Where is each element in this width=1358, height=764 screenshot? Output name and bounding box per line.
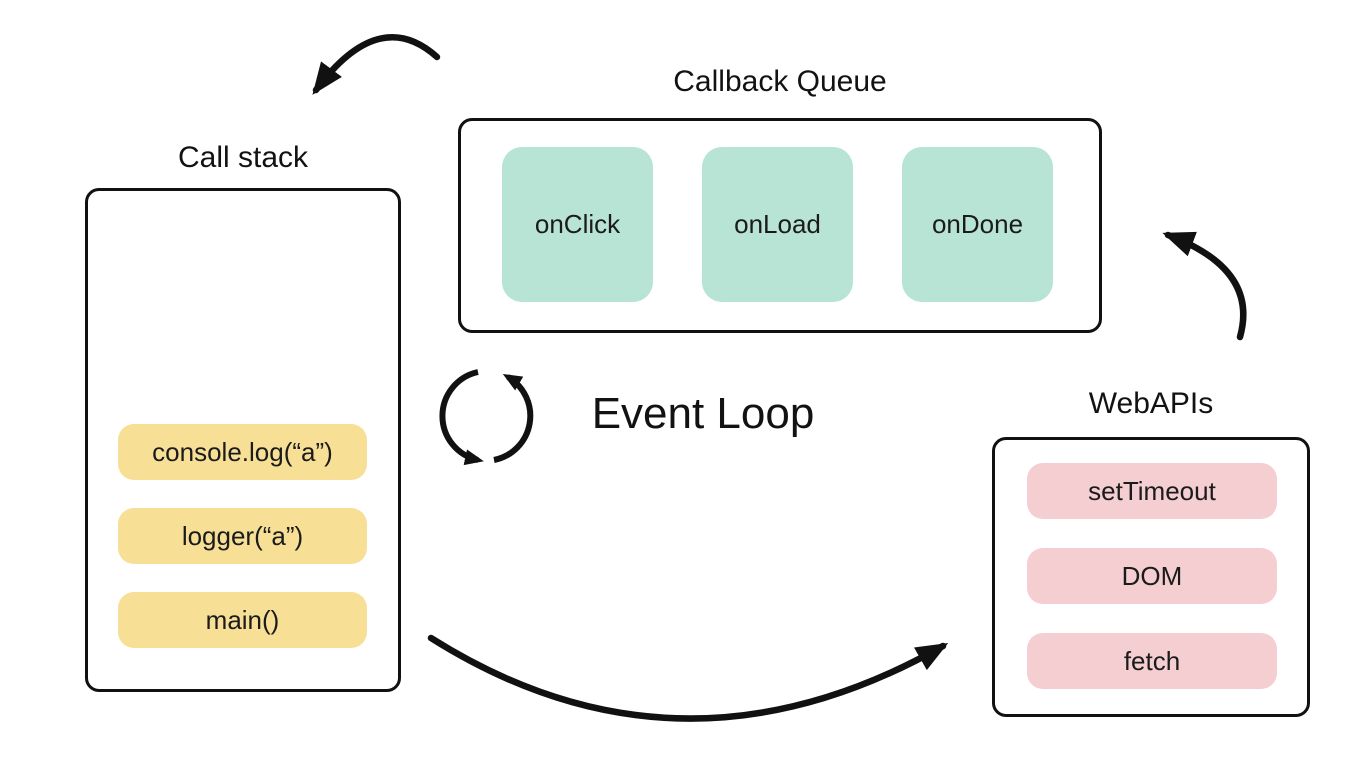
call-stack-items: console.log(“a”) logger(“a”) main() [118,424,367,648]
call-stack-item: console.log(“a”) [118,424,367,480]
callback-queue-items: onClick onLoad onDone [502,147,1053,302]
webapi-item: setTimeout [1027,463,1277,519]
arrow-callback-queue-to-call-stack [312,34,441,95]
call-stack-item: main() [118,592,367,648]
callback-queue-item: onLoad [702,147,853,302]
arrow-webapis-to-callback-queue [1162,231,1247,341]
call-stack-item: logger(“a”) [118,508,367,564]
callback-queue-title: Callback Queue [673,65,887,98]
webapi-item: fetch [1027,633,1277,689]
webapis-title: WebAPIs [1088,387,1214,420]
call-stack-title: Call stack [177,141,309,174]
arrow-call-stack-to-webapis [427,634,949,722]
callback-queue-item: onDone [902,147,1053,302]
webapi-item: DOM [1027,548,1277,604]
event-loop-label: Event Loop [591,389,815,438]
callback-queue-item: onClick [502,147,653,302]
event-loop-icon [439,369,534,466]
